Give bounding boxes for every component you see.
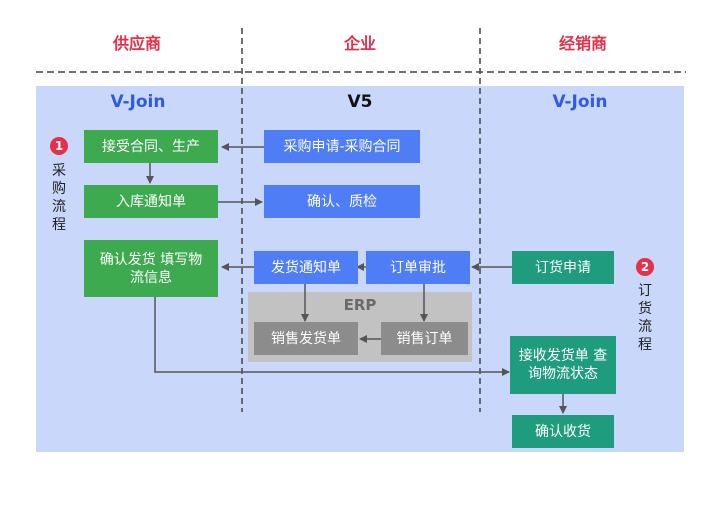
purchase-flow-badge: 1 <box>50 137 68 155</box>
column-header-distributor: 经销商 <box>558 34 607 53</box>
order-flow-label: 订货流程 <box>638 283 652 353</box>
node-order-request: 订货申请 <box>512 251 614 284</box>
platform-supplier: V-Join <box>110 92 166 112</box>
node-sales-order: 销售订单 <box>381 322 468 355</box>
platform-enterprise: V5 <box>347 92 373 112</box>
order-flow-badge: 2 <box>636 258 654 276</box>
node-confirm-qc: 确认、质检 <box>264 185 420 218</box>
node-warehouse-notice: 入库通知单 <box>84 185 218 218</box>
node-order-review: 订单审批 <box>366 251 470 284</box>
arrow-confirmship-to-receive <box>154 297 510 376</box>
node-confirm-receipt: 确认收货 <box>512 415 614 448</box>
node-sales-delivery: 销售发货单 <box>254 322 358 355</box>
node-accept-contract: 接受合同、生产 <box>84 130 218 163</box>
column-header-enterprise: 企业 <box>343 34 376 53</box>
platform-distributor: V-Join <box>552 92 608 112</box>
node-purchase-request: 采购申请-采购合同 <box>264 130 420 163</box>
node-ship-notice: 发货通知单 <box>254 251 358 284</box>
column-header-supplier: 供应商 <box>112 34 161 53</box>
erp-title: ERP <box>343 296 377 314</box>
purchase-flow-label: 采购流程 <box>52 163 66 233</box>
node-receive-query: 接收发货单 查询物流状态 <box>510 336 616 394</box>
node-confirm-ship: 确认发货 填写物流信息 <box>84 240 218 297</box>
